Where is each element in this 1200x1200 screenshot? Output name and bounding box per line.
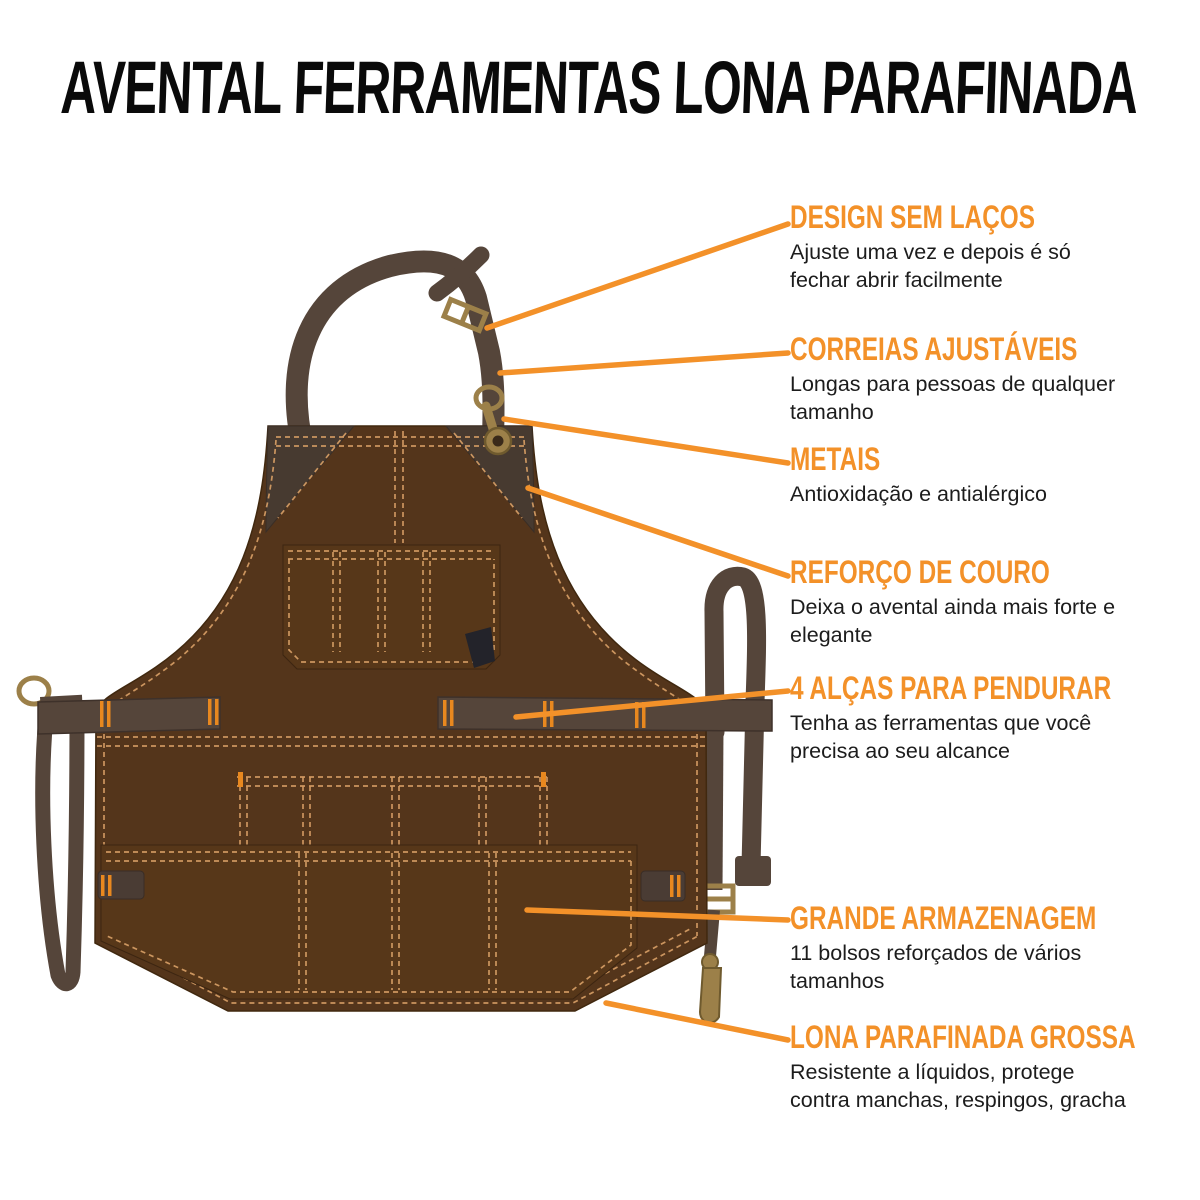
callout-title: METAIS	[790, 442, 881, 478]
callout-description: Longas para pessoas de qualquer tamanho	[790, 372, 1116, 424]
leader-grande-armazenagem	[524, 907, 791, 923]
upper-pocket-row	[237, 772, 548, 846]
callout-description: Tenha as ferramentas que você precisa ao…	[790, 711, 1092, 763]
d-ring	[16, 675, 52, 707]
callout-metais: METAIS Antioxidação e antialérgico	[790, 442, 1170, 508]
strap-buckle	[440, 296, 490, 334]
leader-metais	[501, 416, 791, 466]
callout-lona-parafinada-grossa: LONA PARAFINADA GROSSA Resistente a líqu…	[790, 1020, 1170, 1114]
leader-correias-ajustaveis	[497, 350, 791, 376]
callout-description: Ajuste uma vez e depois é só fechar abri…	[790, 240, 1071, 292]
snap-hook	[698, 953, 723, 1024]
neck-strap	[285, 246, 505, 459]
callout-title: LONA PARAFINADA GROSSA	[790, 1020, 1136, 1056]
callout-title: CORREIAS AJUSTÁVEIS	[790, 332, 1078, 368]
leader-reforco-de-couro	[525, 485, 791, 579]
callout-title: GRANDE ARMAZENAGEM	[790, 901, 1097, 937]
leader-lines	[484, 221, 791, 1043]
large-pocket	[100, 844, 638, 1000]
callout-correias-ajustaveis: CORREIAS AJUSTÁVEIS Longas para pessoas …	[790, 332, 1170, 426]
callout-design-sem-lacos: DESIGN SEM LAÇOS Ajuste uma vez e depois…	[790, 200, 1170, 294]
leader-alcas-para-pendurar	[513, 688, 791, 720]
callout-grande-armazenagem: GRANDE ARMAZENAGEM 11 bolsos reforçados …	[790, 901, 1170, 995]
callout-description: 11 bolsos reforçados de vários tamanhos	[790, 941, 1082, 993]
callout-reforco-de-couro: REFORÇO DE COURO Deixa o avental ainda m…	[790, 555, 1170, 649]
callout-description: Deixa o avental ainda mais forte e elega…	[790, 595, 1116, 647]
leader-lona-parafinada-grossa	[603, 1000, 791, 1043]
right-strap	[694, 566, 771, 1024]
callout-title: REFORÇO DE COURO	[790, 555, 1050, 591]
callout-title: 4 ALÇAS PARA PENDURAR	[790, 671, 1112, 707]
chest-pocket	[282, 544, 501, 670]
bib-hardware	[473, 384, 513, 456]
leader-design-sem-lacos	[484, 221, 791, 331]
callout-alcas-para-pendurar: 4 ALÇAS PARA PENDURAR Tenha as ferrament…	[790, 671, 1170, 765]
side-hang-tabs	[97, 870, 686, 902]
callout-description: Antioxidação e antialérgico	[790, 482, 1047, 506]
callout-description: Resistente a líquidos, protege contra ma…	[790, 1060, 1126, 1112]
brand-label	[465, 627, 495, 668]
callout-title: DESIGN SEM LAÇOS	[790, 200, 1035, 236]
